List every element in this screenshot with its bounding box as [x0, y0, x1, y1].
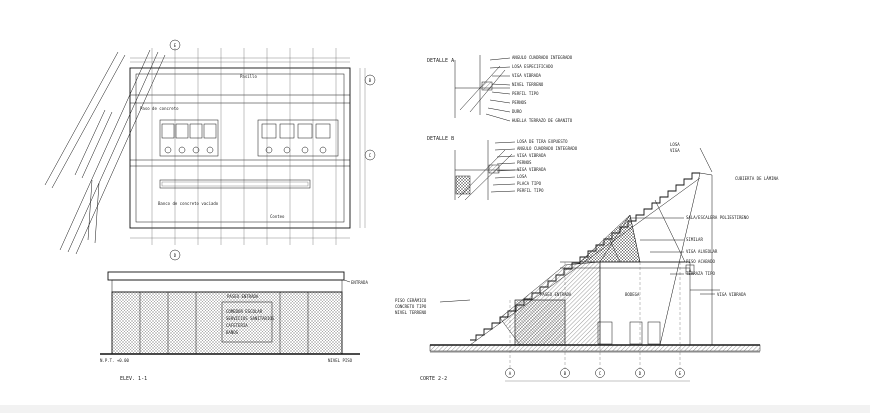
elevation-view: PASEO ENTRADA COMEDOR ESCOLAR SERVICIOS …	[100, 271, 368, 382]
elevation-sign-line-1: COMEDOR ESCOLAR	[226, 309, 263, 314]
section-right-note-5: TERRAZA TIPO	[686, 271, 715, 276]
section-right-label: BODEGA	[625, 292, 640, 297]
section-level-marker: A	[685, 264, 695, 275]
section-caption: CORTE 2-2	[420, 376, 447, 382]
detail-a-leaders	[485, 57, 511, 122]
floor-plan: B C D E Pasillo Paso de concreto Banco d…	[44, 39, 376, 261]
detail-b-title: DETALLE B	[427, 136, 454, 142]
elevation-side-label: ENTRADA	[351, 280, 368, 285]
section-left-note-3: NIVEL TERRENO	[395, 310, 427, 315]
section-left-note-2: CONCRETO TIPO	[395, 304, 427, 309]
section-right-note-1: SALA/ESCALERA POLIESTIRENO	[686, 215, 749, 220]
section-view: A B C D E A PASEO ENTRADA BODEGA PISO CE…	[395, 142, 779, 382]
section-axis-markers: A B C D E	[505, 368, 685, 378]
detail-b-note-6: LOSA	[517, 174, 527, 179]
plan-bottom-label: Banco de concreto vaciado	[158, 201, 219, 206]
plan-walls	[129, 67, 351, 229]
svg-text:D: D	[174, 253, 177, 258]
elevation-note-left: N.P.T. +0.00	[100, 358, 129, 363]
section-right-notes	[630, 217, 715, 295]
detail-a-note-1: ANGULO CUADRADO INTEGRADO	[512, 55, 573, 60]
detail-b-note-2: ANGULO CUADRADO INTEGRADO	[517, 146, 578, 151]
svg-text:A: A	[689, 268, 692, 273]
plan-left-label: Paso de concreto	[140, 106, 179, 111]
detail-b-note-7: PLACA TIPO	[517, 181, 542, 186]
detail-a-note-6: PERNOS	[512, 100, 527, 105]
svg-text:E: E	[174, 43, 177, 48]
detail-b-note-8: PERFIL TIPO	[517, 188, 544, 193]
detail-b-leaders	[490, 141, 516, 193]
axis-marker-c: C	[364, 149, 376, 161]
section-roof-note-2: VIGA	[670, 148, 680, 153]
section-axis-b: B	[564, 371, 567, 376]
detail-b-note-4: PERNOS	[517, 160, 532, 165]
section-left-notes: PISO CERÁMICO CONCRETO TIPO NIVEL TERREN…	[395, 298, 471, 315]
elevation-sign-line-2: SERVICIOS SANITARIOS	[226, 316, 275, 321]
plan-diagonal-lines	[44, 49, 166, 255]
section-axis-e: E	[679, 371, 682, 376]
section-right-note-3: VIGA ALVEOLAR	[686, 249, 718, 254]
plan-axis-markers: B C D E	[169, 39, 376, 261]
detail-a: DETALLE A ANGULO CUADRADO INTEGRADO LOSA…	[427, 55, 573, 123]
plan-bench	[159, 179, 311, 189]
plan-top-label: Pasillo	[240, 74, 257, 79]
plan-column-grid	[151, 48, 337, 245]
detail-a-note-2: LOSA ESPECIFICADO	[512, 64, 554, 69]
svg-text:B: B	[369, 78, 372, 83]
detail-b-note-1: LOSA DE TIRA EXPUESTO	[517, 139, 568, 144]
section-column-grid	[509, 262, 681, 368]
svg-text:C: C	[369, 153, 372, 158]
section-left-note-1: PISO CERÁMICO	[395, 298, 427, 303]
section-axis-d: D	[639, 371, 642, 376]
plan-right-label: Conteo	[270, 214, 285, 219]
section-roof-note-3: CUBIERTA DE LÁMINA	[735, 176, 779, 181]
section-roof-note-1: LOSA	[670, 142, 680, 147]
axis-marker-d: D	[169, 249, 181, 261]
detail-a-note-4: NIVEL TERRENO	[512, 82, 544, 87]
detail-a-note-3: VIGA VIBRADA	[512, 73, 541, 78]
detail-b-note-5: VIGA VIBRADA	[517, 167, 546, 172]
elevation-title: PASEO ENTRADA	[227, 294, 259, 299]
detail-a-title: DETALLE A	[427, 58, 454, 64]
elevation-sign-panel	[221, 301, 273, 343]
section-axis-a: A	[509, 371, 512, 376]
section-right-note-6: VIGA VIBRADA	[717, 292, 746, 297]
section-right-note-4: PISO ACABADO	[686, 259, 715, 264]
detail-b: DETALLE B LOSA DE TIRA EXPUESTO ANGULO C…	[427, 136, 578, 201]
footer-strip	[0, 405, 870, 413]
detail-a-note-5: PERFIL TIPO	[512, 91, 539, 96]
section-center-label: PASEO ENTRADA	[540, 292, 572, 297]
axis-marker-b: B	[364, 74, 376, 86]
detail-a-note-8: HUELLA TERRAZO DE GRANITO	[512, 118, 573, 123]
section-roof-notes: LOSA VIGA CUBIERTA DE LÁMINA	[670, 142, 779, 181]
section-right-note-2: SIMILAR	[686, 237, 703, 242]
elevation-caption: ELEV. 1-1	[120, 376, 147, 382]
elevation-sign-line-3: CAFETERIA	[226, 323, 248, 328]
plan-stalls	[159, 119, 339, 157]
plan-dimension-lines	[130, 57, 366, 239]
elevation-sign-line-4: BAÑOS	[226, 330, 239, 335]
detail-a-note-7: DURO	[512, 109, 522, 114]
detail-b-note-3: VIGA VIBRADA	[517, 153, 546, 158]
elevation-note-right: NIVEL PISO	[328, 358, 353, 363]
axis-marker-e: E	[169, 39, 181, 51]
section-axis-c: C	[599, 371, 602, 376]
